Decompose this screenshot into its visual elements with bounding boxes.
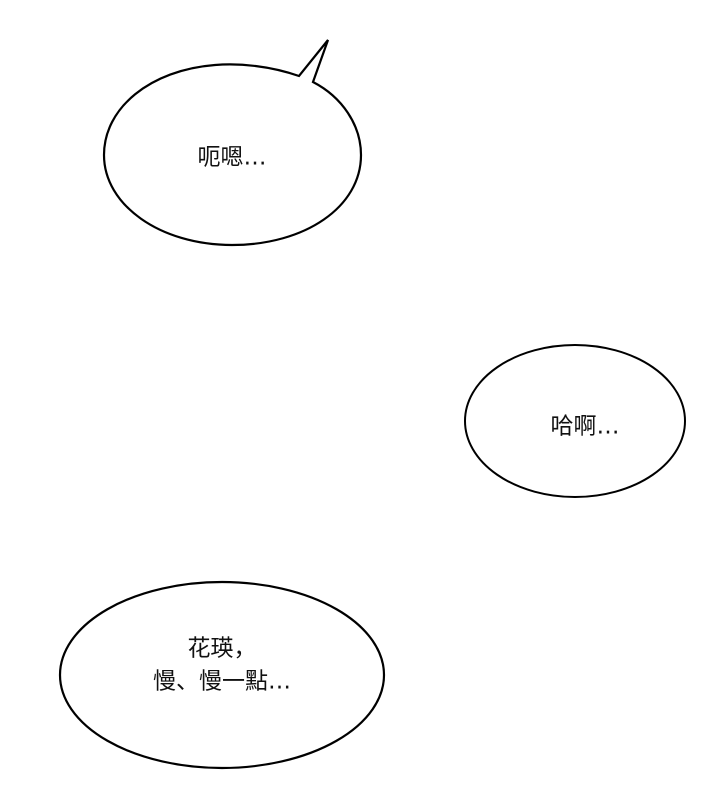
speech-bubble-3 [58,580,386,770]
speech-bubble-3-line-2: 慢、慢一點… [153,669,291,695]
speech-bubble-2-line-1: 哈啊… [550,413,620,440]
speech-bubble-1-outline [102,39,363,247]
speech-bubble-3-outline [58,580,386,770]
speech-bubble-2-outline [464,344,686,498]
speech-bubble-1-line-1: 呃嗯… [197,144,267,171]
speech-bubble-2 [464,344,686,498]
speech-bubble-3-line-1: 花瑛， [187,635,257,662]
speech-bubble-2-text: 哈啊… [551,410,620,443]
speech-bubble-1-text: 呃嗯… [198,141,267,174]
speech-bubble-1 [102,39,363,247]
speech-bubble-3-text: 花瑛， 慢、慢一點… [153,633,291,700]
